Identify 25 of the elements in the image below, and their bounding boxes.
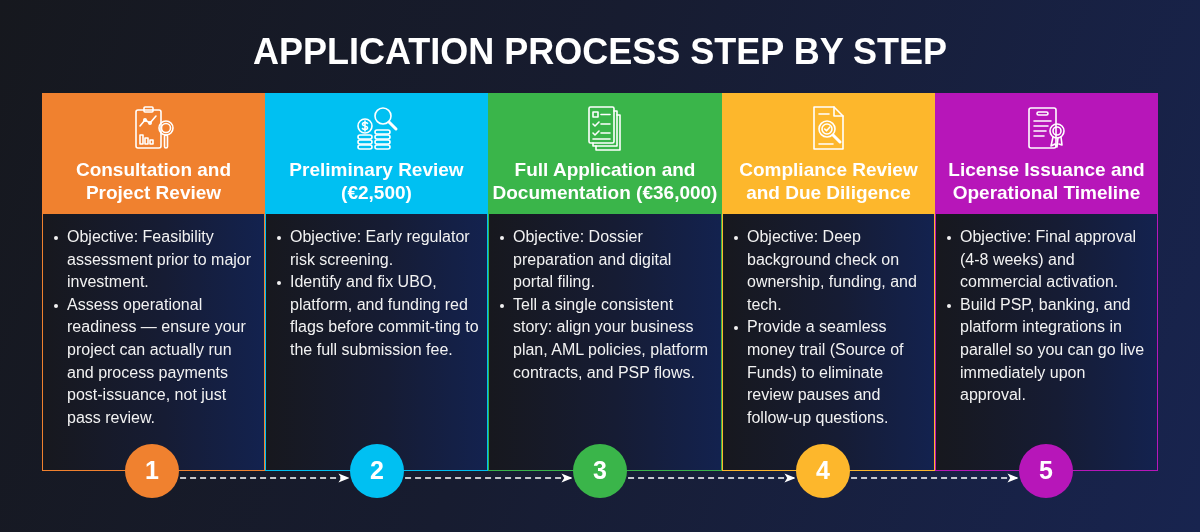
bullet-text: Objective: Deep background check on ownership, funding, and tech. [747, 227, 918, 315]
step-title: Consultation and Project Review [74, 158, 233, 204]
bullet-text: Objective: Feasibility assessment prior to major investment. [67, 227, 253, 293]
step-header [488, 93, 722, 213]
step-header [935, 93, 1158, 213]
step-header [722, 93, 935, 213]
bullet-text: Objective: Early regulator risk screening. [290, 227, 471, 270]
dashed-arrow [404, 473, 573, 483]
bullet-text: Provide a seamless money trail (Source of Funds) to eliminate review pauses and follow-up questions. [747, 317, 905, 428]
step-title: License Issuance and Operational Timeline [947, 158, 1146, 204]
bullet-text: Identify and fix UBO, platform, and funding red flags before commit-ting to the full submission fee. [290, 272, 479, 360]
step-title: Full Application and Documentation (€36,000) [492, 158, 718, 204]
dashed-arrow [627, 473, 796, 483]
step-title: Compliance Review and Due Diligence [738, 158, 919, 204]
bullet-text: Objective: Dossier preparation and digital portal filing. [513, 227, 673, 293]
page-title: APPLICATION PROCESS STEP BY STEP [252, 31, 948, 73]
dashed-arrow [179, 473, 350, 483]
bullet-text: Tell a single consistent story: align your business plan, AML policies, platform contracts, and PSP flows. [513, 294, 710, 383]
bullet-text: Objective: Final approval (4-8 weeks) and commercial activation. [960, 227, 1138, 293]
step-header [42, 93, 265, 213]
bullet-text: Assess operational readiness — ensure your project can actually run and process payments post-issuance, not just pass review. [67, 294, 247, 428]
dashed-arrow [850, 473, 1019, 483]
bullet-text: Build PSP, banking, and platform integrations in parallel so you can go live immediately upon approval. [960, 294, 1146, 406]
step-header [265, 93, 488, 213]
step-title: Preliminary Review (€2,500) [288, 158, 465, 204]
